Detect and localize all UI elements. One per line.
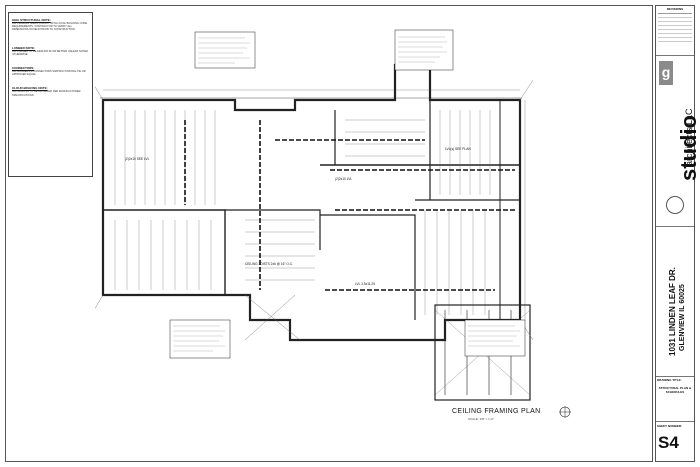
plan-title: CEILING FRAMING PLAN	[452, 408, 541, 415]
firm-sub: architects LLC	[684, 108, 694, 166]
deck-outline	[434, 304, 531, 401]
sheet-number: S4	[658, 433, 679, 452]
sheet-number-label: SHEET NUMBER:	[657, 424, 683, 428]
exterior-wall-outline	[101, 63, 522, 342]
drawing-sheet	[5, 5, 653, 462]
firm-logo: g	[659, 61, 673, 85]
revisions-label: REVISIONS	[666, 7, 684, 11]
project-address: 1031 LINDEN LEAF DR.	[668, 267, 677, 356]
beam-label: (2)2x10 SEE LVL	[125, 157, 150, 161]
drawing-title: STRUCTURAL PLAN & SCHEDULES	[658, 386, 692, 394]
revisions-section: REVISIONS	[656, 6, 694, 56]
note-body: ALL FRAMING SHALL COMPLY WITH LOCAL BUIL…	[12, 22, 88, 32]
note-body: ALL BRACING TO BE INSTALLED PER MANUFACT…	[12, 90, 81, 97]
note-title: GEN. STRUCTURAL NOTE:	[12, 18, 51, 22]
beam-label: (2)2x10 LVL	[335, 177, 352, 181]
plan-scale: SCALE: 1/8" = 1'-0"	[468, 417, 495, 421]
architect-seal-icon	[666, 196, 684, 214]
beam-label: LVL 3.5x11.25	[355, 282, 375, 286]
title-block: REVISIONS g studio architects LLC 1031 L…	[655, 5, 700, 462]
project-city: GLENVIEW IL 60025	[679, 284, 686, 351]
note-title: LUMBER NOTE:	[12, 45, 35, 50]
general-notes-panel: GEN. STRUCTURAL NOTE: ALL FRAMING SHALL …	[8, 12, 93, 177]
note-block-2: LUMBER NOTE: ALL LUMBER TO BE HEM-FIR #2…	[12, 46, 89, 56]
note-title: CLOUD BRACING NOTE:	[12, 86, 48, 91]
beam-label: CEILING JOISTS 2x6 @ 16" O.C.	[245, 262, 293, 266]
note-body: ALL HANGERS & CONNECTORS SIMPSON STRONG-…	[12, 70, 86, 77]
joist-note: LVL(s) SEE PLAN	[445, 147, 471, 151]
revisions-table	[658, 13, 692, 44]
drawing-title-label: DRAWING TITLE:	[657, 378, 682, 382]
drawing-title-section: DRAWING TITLE: STRUCTURAL PLAN & SCHEDUL…	[657, 378, 693, 394]
note-block-1: GEN. STRUCTURAL NOTE: ALL FRAMING SHALL …	[12, 18, 89, 32]
ceiling-framing-plan-drawing: (2)2x10 SEE LVL (2)2x10 LVL LVL 3.5x11.2…	[95, 29, 571, 418]
note-body: ALL LUMBER TO BE HEM-FIR #2 OR BETTER UN…	[12, 49, 89, 56]
note-block-4: CLOUD BRACING NOTE: ALL BRACING TO BE IN…	[12, 86, 89, 96]
note-block-3: CONNECTORS: ALL HANGERS & CONNECTORS SIM…	[12, 66, 89, 76]
note-title: CONNECTORS:	[12, 66, 35, 71]
